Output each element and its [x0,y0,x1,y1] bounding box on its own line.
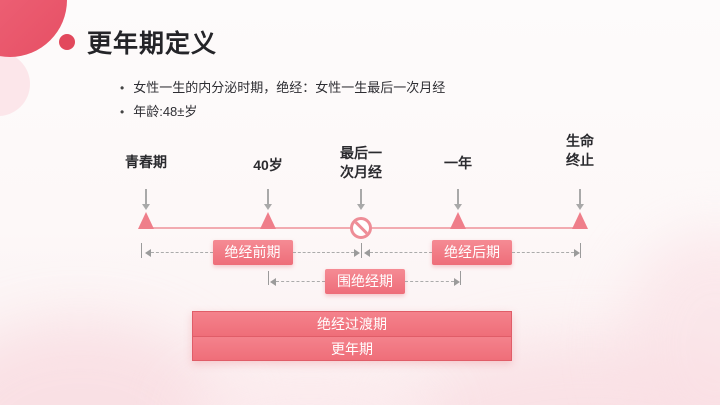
timeline-triangle-marker-icon [138,212,154,229]
span-label-perimenopause: 围绝经期 [325,269,405,294]
span-postmenopause: 绝经后期 [364,240,580,265]
arrow-left-icon [364,248,370,257]
down-arrow-icon [454,189,462,210]
arrow-left-icon [145,248,151,257]
measure-tick [268,271,269,285]
span-premenopause: 绝经前期 [145,240,360,265]
dashed-line [276,281,325,282]
milestone-label-last-menses: 最后一 次月经 [340,145,382,180]
bar-label: 绝经过渡期 [317,316,387,332]
bar-menopause-transition: 绝经过渡期 [193,312,511,336]
bullet-dot-icon: • [120,105,125,119]
bullet-text: 女性一生的内分泌时期，绝经：女性一生最后一次月经 [133,80,446,95]
bar-climacteric: 更年期 [193,336,511,360]
arrow-left-icon [270,277,276,286]
decorative-circle [0,0,67,57]
span-label-premenopause: 绝经前期 [212,240,293,265]
no-entry-slash [353,220,369,236]
span-label-postmenopause: 绝经后期 [432,240,512,265]
timeline-triangle-marker-icon [572,212,588,229]
page-title: 更年期定义 [87,30,218,58]
milestone-label-age40: 40岁 [253,157,283,173]
timeline-triangle-marker-icon [450,212,466,229]
no-entry-icon [350,217,372,239]
measure-tick [580,243,581,258]
measure-tick [460,271,461,285]
dashed-line [370,252,432,253]
measure-tick [361,243,362,258]
bullet-item: • 女性一生的内分泌时期，绝经：女性一生最后一次月经 [120,76,445,100]
dashed-line [292,252,354,253]
down-arrow-icon [264,189,272,210]
arrow-right-icon [574,248,580,257]
dashed-line [151,252,213,253]
dashed-line [512,252,574,253]
arrow-right-icon [454,277,460,286]
measure-tick [141,243,142,258]
arrow-right-icon [354,248,360,257]
milestone-label-end-of-life: 生命 终止 [566,133,594,168]
bullet-dot-icon: • [120,81,125,95]
bottom-bars: 绝经过渡期 更年期 [192,311,512,361]
milestone-label-one-year: 一年 [444,155,472,171]
decorative-circle-light [0,52,30,116]
bullet-item: • 年龄:48±岁 [120,100,445,124]
bullet-list: • 女性一生的内分泌时期，绝经：女性一生最后一次月经 • 年龄:48±岁 [120,76,445,124]
background-blob [180,370,440,405]
milestone-label-puberty: 青春期 [125,154,167,170]
down-arrow-icon [576,189,584,210]
span-perimenopause: 围绝经期 [270,269,460,294]
down-arrow-icon [142,189,150,210]
down-arrow-icon [357,189,365,210]
bar-label: 更年期 [331,340,373,357]
timeline-triangle-marker-icon [260,212,276,229]
title-bullet-dot-icon [59,34,75,50]
bullet-text: 年龄:48±岁 [133,104,198,119]
dashed-line [405,281,454,282]
background-blob [620,230,720,405]
